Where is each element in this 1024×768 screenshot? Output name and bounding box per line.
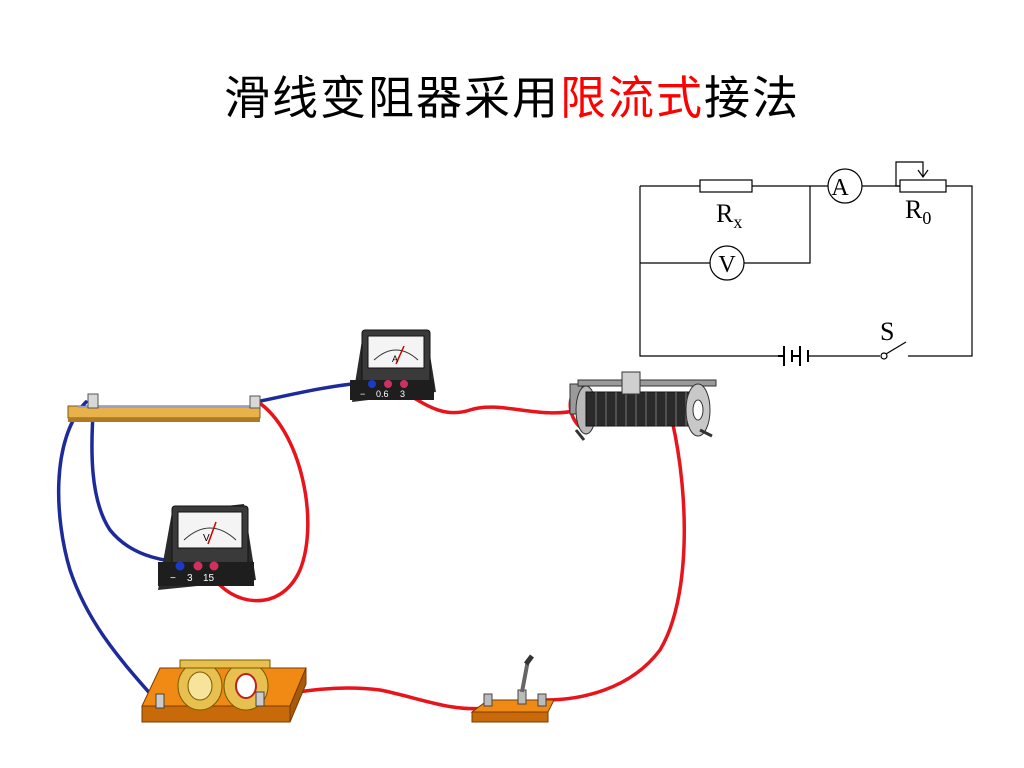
ammeter-symbol-letter: A <box>831 175 849 201</box>
slide-wire-left-post <box>87 393 99 409</box>
ammeter-terminal-label-negative: − <box>360 389 365 399</box>
rheostat-slider[interactable] <box>621 371 641 395</box>
battery-symbol <box>778 346 809 366</box>
voltmeter-terminal-label-15: 15 <box>203 573 215 584</box>
rheostat-coil <box>585 391 697 427</box>
slide-wire-resistor <box>67 393 261 422</box>
schematic-labels: A V Rx R0 S <box>716 175 931 346</box>
voltmeter-needle <box>207 521 217 545</box>
wire-rheostat-switch <box>543 418 687 702</box>
wire-battery-negative <box>56 400 162 707</box>
rheostat-slider-arrow <box>917 169 929 179</box>
rheostat-r0-letter: R <box>905 195 923 224</box>
ammeter-terminal-06 <box>384 380 392 388</box>
battery-terminal-right <box>255 691 265 707</box>
ammeter-terminal-3 <box>400 380 408 388</box>
switch-label: S <box>880 317 894 346</box>
voltmeter-terminal-label-negative: − <box>170 573 176 584</box>
rheostat-r0-label: R0 <box>905 195 931 228</box>
schematic-wire-bottom <box>639 186 880 357</box>
ammeter-terminal-label-3: 3 <box>400 389 405 399</box>
ammeter-terminal-negative <box>368 380 376 388</box>
ammeter-symbol <box>827 168 863 204</box>
rheostat-r0-sub: 0 <box>922 208 931 228</box>
rheostat-slider-wire <box>895 161 924 187</box>
wire-voltmeter-positive <box>210 400 310 603</box>
voltmeter-symbol <box>709 245 745 281</box>
voltmeter-terminal-15 <box>209 561 219 571</box>
ammeter-terminal-label-06: 0.6 <box>376 389 389 399</box>
resistor-rx-letter: R <box>716 199 734 228</box>
title-highlight: 限流式 <box>560 71 704 125</box>
ammeter: A − 0.6 3 <box>350 329 436 402</box>
knife-switch <box>470 654 555 723</box>
rheostat-rail <box>577 379 717 387</box>
voltmeter-terminal-negative <box>175 561 185 571</box>
slide-wire-right-post <box>249 395 261 409</box>
wire-voltmeter-negative <box>90 398 180 564</box>
switch-lever[interactable] <box>520 659 530 693</box>
switch-blade <box>885 341 907 355</box>
resistor-rx-symbol <box>699 179 753 193</box>
resistor-rx-sub: x <box>733 212 742 232</box>
ammeter-dial-letter: A <box>392 354 398 364</box>
voltmeter-terminal-3 <box>193 561 203 571</box>
battery-box <box>141 659 307 723</box>
voltmeter-symbol-letter: V <box>718 252 736 278</box>
page-title: 滑线变阻器采用限流式接法 <box>0 62 1024 128</box>
voltmeter-dial <box>177 511 243 549</box>
rheostat-r0-symbol <box>899 179 947 193</box>
voltmeter-terminal-label-3: 3 <box>187 573 193 584</box>
voltmeter: V − 3 15 <box>158 504 256 590</box>
rheostat <box>569 371 717 441</box>
battery-terminal-left <box>155 693 165 709</box>
title-prefix: 滑线变阻器采用 <box>224 71 560 125</box>
circuit-schematic <box>639 161 973 366</box>
schematic-wire-voltmeter <box>640 186 811 264</box>
switch-pivot <box>880 352 888 360</box>
schematic-wire-top <box>640 185 973 357</box>
ammeter-needle <box>395 345 405 365</box>
resistor-rx-label: Rx <box>716 199 742 232</box>
title-suffix: 接法 <box>704 71 800 125</box>
voltmeter-dial-letter: V <box>203 533 210 544</box>
